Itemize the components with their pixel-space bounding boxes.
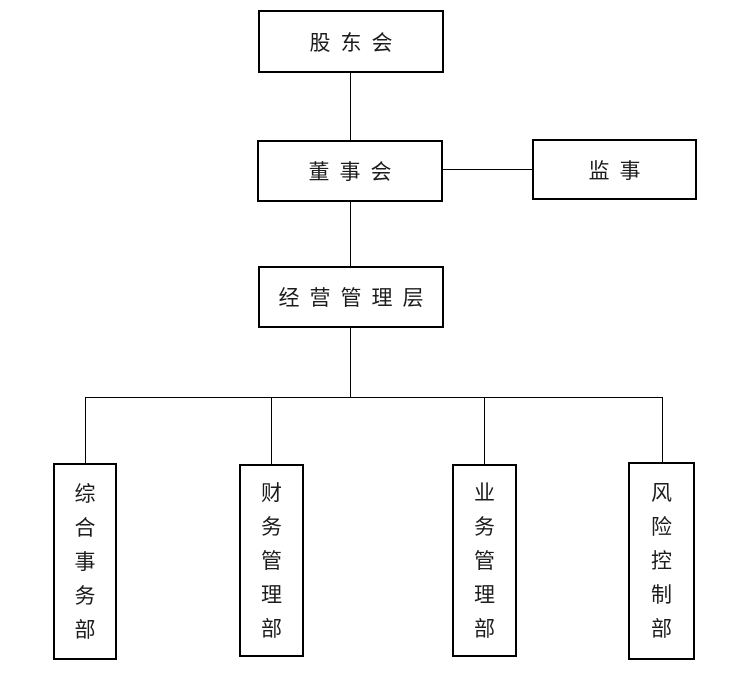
connector-shareholders-board — [350, 73, 351, 140]
node-dept-finance-management: 财务管理部 — [239, 464, 304, 657]
node-board-label: 董事会 — [308, 160, 402, 184]
node-shareholders-label: 股东会 — [309, 30, 403, 55]
connector-drop-finance — [271, 397, 272, 464]
node-dept-risk-control-label: 风险控制部 — [651, 481, 672, 641]
connector-drop-business — [484, 397, 485, 464]
node-shareholders-meeting: 股东会 — [258, 10, 444, 73]
node-dept-risk-control: 风险控制部 — [628, 462, 695, 660]
node-supervisor: 监事 — [532, 139, 697, 200]
node-dept-finance-management-label: 财务管理部 — [261, 480, 282, 641]
connector-board-management — [350, 202, 351, 266]
connector-management-stem — [350, 328, 351, 397]
connector-branch-horizontal — [85, 397, 663, 398]
connector-drop-risk-control — [662, 397, 663, 462]
node-dept-business-management: 业务管理部 — [452, 464, 517, 657]
node-dept-business-management-label: 业务管理部 — [474, 480, 495, 641]
node-dept-general-affairs-label: 综合事务部 — [74, 481, 96, 642]
node-dept-general-affairs: 综合事务部 — [53, 463, 117, 660]
node-board-of-directors: 董事会 — [257, 140, 443, 202]
node-management-label: 经营管理层 — [278, 286, 434, 310]
connector-board-supervisor — [443, 169, 532, 170]
connector-drop-general-affairs — [85, 397, 86, 463]
node-management-layer: 经营管理层 — [258, 266, 444, 328]
node-supervisor-label: 监事 — [588, 158, 651, 183]
